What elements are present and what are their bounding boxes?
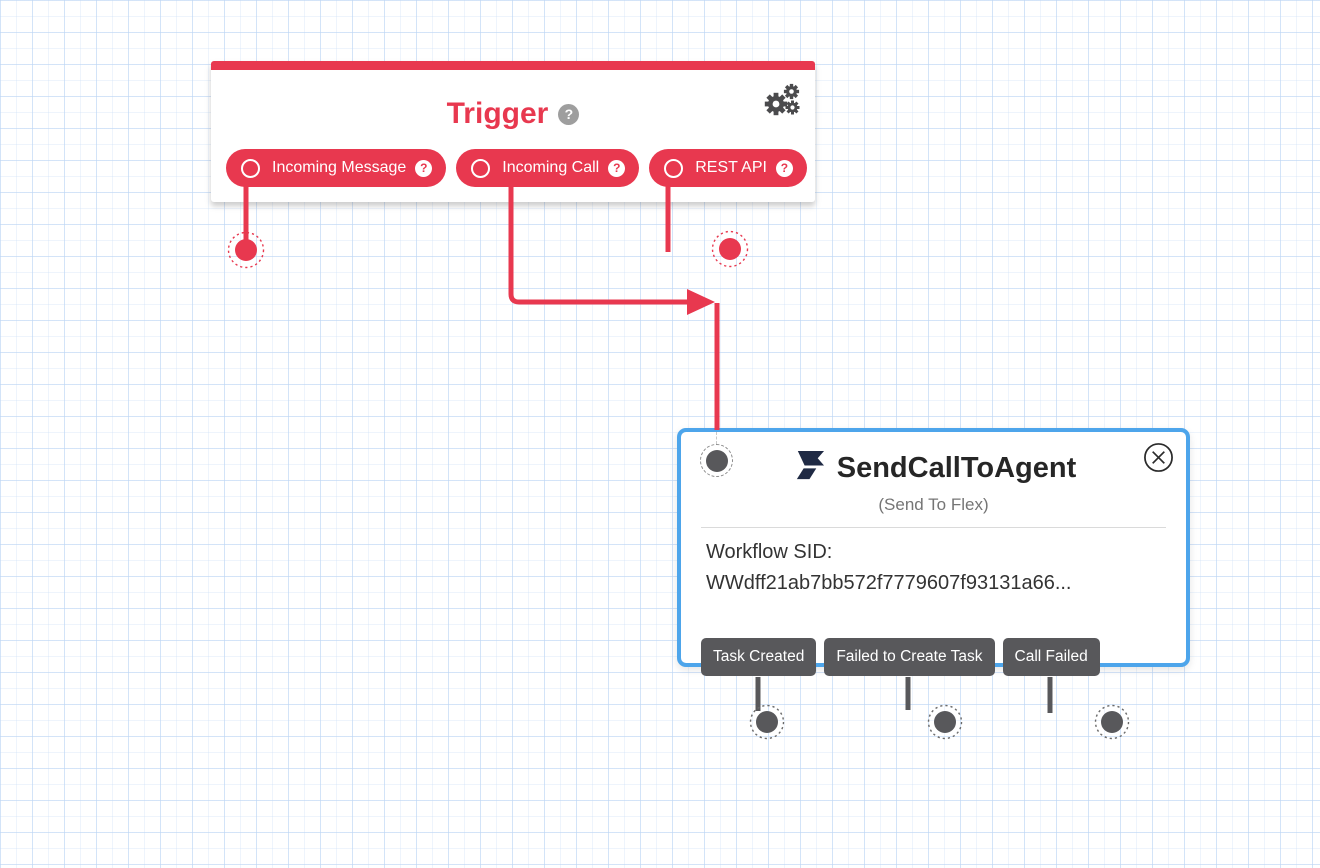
connector-circle-icon [241,158,260,178]
trigger-transition-label: Incoming Call [502,159,600,176]
incoming-message-connector-dot[interactable] [235,239,257,261]
trigger-transition-label: Incoming Message [272,159,407,176]
trigger-help-icon[interactable]: ? [558,103,580,125]
transition-task-created[interactable]: Task Created [701,638,817,676]
trigger-transition-label: REST API [695,159,767,176]
send-call-to-agent-widget[interactable]: SendCallToAgent (Send To Flex) Workflow … [677,428,1190,676]
transition-call-failed[interactable]: Call Failed [1002,638,1100,676]
input-connector-dot-core [705,449,728,472]
connector-circle-icon [664,158,684,178]
input-connector-trail [716,432,717,444]
send-widget-header: SendCallToAgent [681,448,1186,488]
task-created-dot[interactable] [756,711,778,733]
help-icon[interactable]: ? [775,159,793,177]
trigger-title: Trigger [446,97,549,130]
send-widget-transitions-row: Task Created Failed to Create Task Call … [701,638,1100,676]
incoming-message-connector-ring [227,231,265,269]
divider [701,527,1166,528]
help-icon[interactable]: ? [608,159,626,177]
workflow-sid-value: WWdff21ab7bb572f7779607f93131a66... [706,572,1072,594]
transition-failed-to-create-task[interactable]: Failed to Create Task [824,638,995,676]
flex-flag-icon [791,449,826,487]
send-widget-body: Workflow SID: WWdff21ab7bb572f7779607f93… [706,537,1162,599]
trigger-header: Trigger ? [211,94,815,134]
gears-icon[interactable] [763,82,801,123]
trigger-transition-incoming-call[interactable]: Incoming Call ? [456,149,640,187]
rest-api-connector-dot[interactable] [719,238,741,260]
workflow-sid-label: Workflow SID: [706,541,833,563]
trigger-transitions-row: Incoming Message ? Incoming Call ? REST … [226,149,815,187]
trigger-accent-bar [211,61,815,70]
trigger-transition-rest-api[interactable]: REST API ? [649,149,807,187]
failed-to-create-task-dot[interactable] [934,711,956,733]
task-created-ring [749,704,785,740]
trigger-widget[interactable]: Trigger ? [211,61,815,202]
send-widget-title: SendCallToAgent [836,452,1077,484]
help-icon[interactable]: ? [415,159,433,177]
incoming-call-connector-arrowhead [687,289,715,315]
close-icon[interactable] [1143,442,1174,478]
send-widget-subtitle: (Send To Flex) [878,495,989,514]
call-failed-ring [1094,704,1130,740]
failed-to-create-task-ring [927,704,963,740]
rest-api-connector-ring [711,230,749,268]
incoming-call-connector-line [508,186,690,305]
input-connector-dot[interactable] [700,444,733,477]
call-failed-dot[interactable] [1101,711,1123,733]
trigger-transition-incoming-message[interactable]: Incoming Message ? [226,149,447,187]
connector-circle-icon [471,158,491,178]
